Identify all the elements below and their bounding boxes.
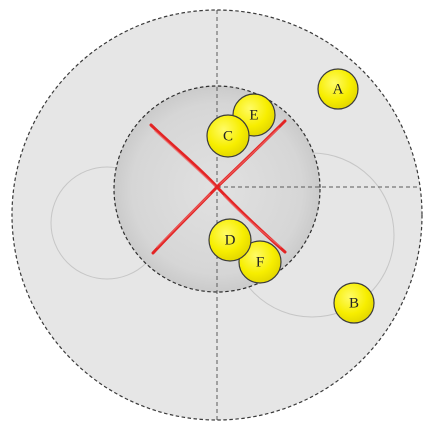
- marker-F[interactable]: F: [238, 240, 282, 284]
- marker-D-label: D: [225, 232, 236, 248]
- marker-B-label: B: [349, 295, 359, 311]
- cross-stroke-1-fringe: [154, 130, 282, 248]
- marker-F-disc: [238, 240, 282, 284]
- marker-A[interactable]: A: [317, 68, 359, 110]
- marker-A-disc: [317, 68, 359, 110]
- marker-B[interactable]: B: [333, 282, 375, 324]
- marker-D[interactable]: D: [208, 218, 252, 262]
- marker-C[interactable]: C: [206, 114, 250, 158]
- red-cross: [149, 119, 287, 255]
- cross-stroke-2-fringe: [156, 127, 280, 248]
- marker-B-disc: [333, 282, 375, 324]
- marker-A-label: A: [333, 81, 344, 97]
- marker-D-disc: [208, 218, 252, 262]
- marker-E-label: E: [249, 107, 258, 123]
- marker-C-disc: [206, 114, 250, 158]
- marker-F-label: F: [256, 254, 264, 270]
- marker-C-label: C: [223, 128, 233, 144]
